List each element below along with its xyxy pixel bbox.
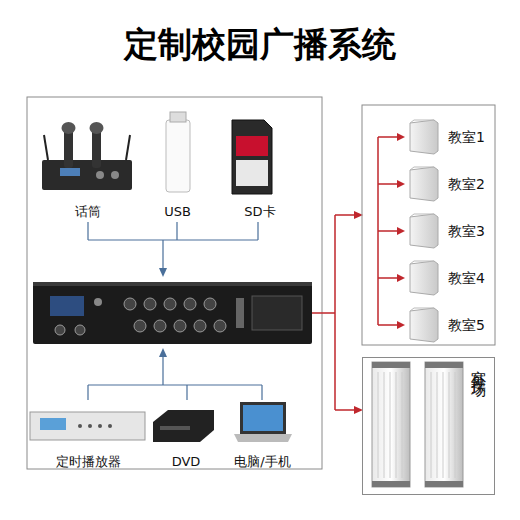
node-label: USB (150, 204, 205, 220)
node-label: 教室3 (448, 223, 485, 239)
arrow-head (397, 180, 405, 188)
source-device: DVD (150, 400, 222, 472)
arrow-head (397, 274, 405, 282)
output-wire (312, 215, 356, 410)
classroom-speaker: 教室1 (402, 117, 492, 157)
wall-speaker (410, 167, 438, 201)
laptop (234, 402, 292, 442)
classroom-speaker: 教室2 (402, 164, 492, 204)
source-device: 话筒 (35, 115, 140, 222)
wall-speaker (410, 214, 438, 248)
source-frame (27, 97, 322, 469)
dvd-player (153, 410, 214, 442)
node-label: 教室1 (448, 129, 485, 145)
node-label: 教室4 (448, 270, 485, 286)
input-wire (88, 222, 258, 270)
source-device: 电脑/手机 (225, 400, 300, 472)
node-label: 室外操场 (470, 358, 488, 496)
wall-speaker (410, 261, 438, 295)
arrow-head (159, 348, 167, 357)
source-device: 定时播放器 (28, 400, 148, 472)
node-label: 话筒 (35, 204, 140, 220)
node-label: 教室2 (448, 176, 485, 192)
source-device: USB (150, 115, 205, 222)
source-device: SD卡 (225, 115, 295, 222)
diagram-title: 定制校园广播系统 (0, 22, 520, 66)
classroom-frame (362, 105, 495, 345)
arrow-head (397, 321, 405, 329)
arrow-head (159, 268, 167, 277)
column-speaker (425, 362, 463, 487)
node-label: 教室5 (448, 317, 485, 333)
microphone-set (42, 122, 132, 190)
wall-speaker (410, 120, 438, 154)
node-label: 定时播放器 (28, 454, 148, 470)
amplifier (33, 282, 312, 344)
sd-card (232, 120, 272, 194)
classroom-speaker: 教室4 (402, 258, 492, 298)
timer-player (30, 412, 145, 440)
usb-drive (166, 112, 190, 192)
arrow-head (397, 133, 405, 141)
column-speaker (372, 362, 410, 487)
node-label: SD卡 (225, 204, 295, 220)
wall-speaker (410, 308, 438, 342)
node-label: 电脑/手机 (225, 454, 300, 470)
input-wire (88, 355, 262, 400)
arrow-head (397, 227, 405, 235)
node-label: DVD (150, 454, 222, 470)
classroom-speaker: 教室5 (402, 305, 492, 345)
output-wire (378, 137, 398, 325)
outdoor-zone-box: 室外操场 (362, 357, 495, 495)
classroom-speaker: 教室3 (402, 211, 492, 251)
